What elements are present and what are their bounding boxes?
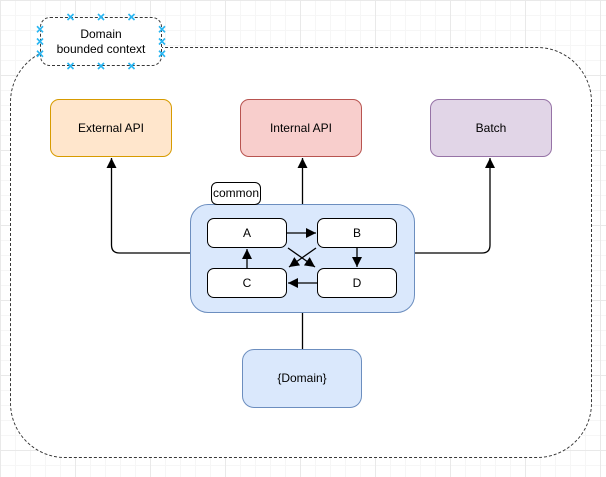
bounded-context-label[interactable]: Domain bounded context bbox=[40, 17, 162, 66]
node-module-d[interactable]: D bbox=[317, 268, 397, 298]
node-internal-api[interactable]: Internal API bbox=[240, 99, 362, 157]
node-module-c-label: C bbox=[242, 275, 252, 290]
bounded-context-label-line2: bounded context bbox=[56, 41, 146, 56]
node-batch-label: Batch bbox=[475, 120, 507, 135]
node-domain[interactable]: {Domain} bbox=[242, 349, 362, 408]
node-module-c[interactable]: C bbox=[207, 268, 287, 298]
common-group-label[interactable]: common bbox=[211, 182, 261, 205]
node-module-b[interactable]: B bbox=[317, 218, 397, 248]
common-group-label-text: common bbox=[212, 186, 259, 200]
node-external-api[interactable]: External API bbox=[50, 99, 172, 157]
node-module-a-label: A bbox=[242, 225, 251, 240]
node-domain-label: {Domain} bbox=[277, 371, 327, 385]
node-module-a[interactable]: A bbox=[207, 218, 287, 248]
bounded-context-label-line1: Domain bbox=[80, 26, 122, 41]
node-external-api-label: External API bbox=[77, 120, 145, 135]
node-module-b-label: B bbox=[352, 225, 361, 240]
node-batch[interactable]: Batch bbox=[430, 99, 552, 157]
node-module-d-label: D bbox=[352, 275, 362, 290]
node-internal-api-label: Internal API bbox=[269, 120, 333, 135]
